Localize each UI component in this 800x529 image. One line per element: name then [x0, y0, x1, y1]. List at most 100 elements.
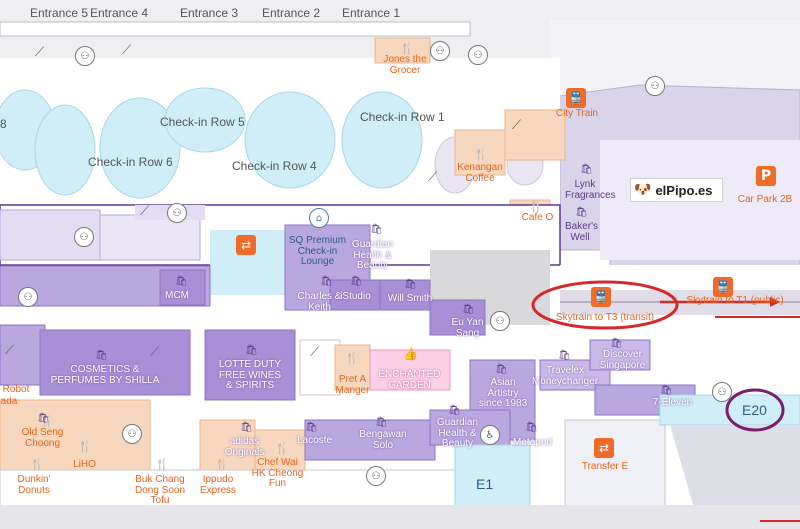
gate-e1-label[interactable]: E1 — [476, 476, 494, 492]
skytrain-t3-icon: 🚆 — [591, 287, 611, 307]
enchanted-garden-label: ENCHANTED GARDEN — [378, 369, 441, 391]
lacoste-label: Lacoste — [296, 435, 333, 446]
shopping-bag-icon: 🛍 — [525, 422, 538, 433]
shopping-bag-icon: 🛍 — [370, 224, 383, 235]
gate-e20-label[interactable]: E20 — [742, 402, 767, 418]
old-seng-choong-label: Old Seng Choong — [21, 427, 64, 449]
robot-label: Robot — [2, 384, 30, 395]
will-smith-label: Will Smith — [387, 293, 433, 304]
eu-yan-sang-label: Eu Yan Sang — [451, 317, 484, 339]
jones-the-grocer-label: Jones the Grocer — [383, 54, 427, 76]
mcm-label: MCM — [165, 290, 189, 301]
liho-label: LiHO — [73, 459, 96, 470]
shopping-bag-icon: 🛍 — [175, 276, 188, 287]
shopping-bag-icon: 🛍 — [580, 164, 593, 175]
shopping-bag-icon: 🛍 — [462, 304, 475, 315]
shopping-bag-icon: 🛍 — [350, 276, 363, 287]
travelex-label: Travelex Moneychanger — [531, 365, 599, 387]
istudio-label: iStudio — [340, 291, 371, 302]
restroom-icon: ⚇ — [712, 382, 732, 402]
transfer-counter-icon: ⇄ — [236, 235, 256, 255]
restroom-icon: ⚇ — [74, 227, 94, 247]
transfer-e-icon: ⇄ — [594, 438, 614, 458]
check-in-row-6-label: Check-in Row 6 — [88, 155, 173, 169]
escalator-icon: ⟋ — [512, 118, 522, 133]
skytrain-t1-icon: 🚆 — [713, 277, 733, 297]
check-in-row-1-label: Check-in Row 1 — [360, 110, 445, 124]
thumbs-up-icon: 👍 — [403, 347, 418, 361]
dog-face-icon: 🐶 — [634, 182, 652, 198]
shopping-bag-icon: 🛍 — [610, 338, 623, 349]
escalator-icon: ⟋ — [35, 45, 45, 60]
city-train-label: City Train — [555, 108, 599, 119]
restroom-icon: ⚇ — [430, 41, 450, 61]
sq-lounge-label: SQ Premium Check-in Lounge — [288, 235, 347, 267]
escalator-icon: ⟋ — [310, 345, 320, 360]
restroom-icon: ⚇ — [366, 466, 386, 486]
restroom-icon: ⚇ — [167, 203, 187, 223]
shopping-bag-icon: 🛍 — [575, 207, 588, 218]
shopping-bag-icon: 🛍 — [240, 422, 253, 433]
cutlery-icon: 🍴 — [400, 42, 414, 55]
entrance-4-label: Entrance 4 — [90, 6, 149, 20]
cutlery-icon: 🍴 — [275, 442, 289, 455]
restroom-icon: ⚇ — [18, 287, 38, 307]
cutlery-icon: 🍴 — [529, 200, 543, 213]
ippudo-express-label: Ippudo Express — [199, 474, 237, 496]
restroom-icon: ⚇ — [468, 45, 488, 65]
guardian-2-label: Guardian Health & Beauty — [436, 417, 479, 449]
entrance-1-label: Entrance 1 — [342, 6, 401, 20]
charles-keith-label: Charles & Keith — [297, 291, 342, 313]
wheelchair-icon: ♿ — [480, 425, 500, 445]
kenangan-coffee-label: Kenangan Coffee — [457, 162, 503, 184]
cutlery-icon: 🍴 — [155, 458, 169, 471]
parking-icon: P — [756, 166, 776, 186]
elpipo-logo: 🐶 elPipo.es — [630, 178, 723, 202]
cutlery-icon: 🍴 — [345, 352, 359, 365]
chef-wai-label: Chef Wai HK Cheong Fun — [251, 457, 304, 489]
escalator-icon: ⟋ — [150, 345, 160, 360]
guardian-1-label: Guardian Health & Beauty — [351, 239, 394, 271]
shopping-bag-icon: 🛍 — [404, 279, 417, 290]
cutlery-icon: 🍴 — [30, 458, 44, 471]
gate-e20-highlight-ellipse — [725, 388, 785, 432]
discover-singapore-label: Discover Singapore — [599, 349, 646, 371]
check-in-row-8-label: 8 — [0, 117, 7, 131]
pret-a-manger-label: Pret A Manger — [335, 374, 370, 396]
escalator-icon: ⟋ — [428, 170, 438, 185]
lounge-seat-icon: ⌂ — [309, 208, 329, 228]
ada-label: ada — [0, 396, 18, 407]
check-in-row-5-label: Check-in Row 5 — [160, 115, 245, 129]
cutlery-icon: 🍴 — [40, 415, 54, 428]
shopping-bag-icon: 🛍 — [448, 405, 461, 416]
adidas-originals-label: adidas Originals — [224, 436, 265, 458]
car-park-label: Car Park 2B — [737, 194, 793, 205]
escalator-icon: ⟋ — [5, 343, 15, 358]
buk-chang-label: Buk Chang Dong Soon Tofu — [134, 474, 186, 506]
shopping-bag-icon: 🛍 — [37, 413, 50, 424]
cosmetics-shilla-label: COSMETICS & PERFUMES BY SHILLA — [50, 364, 160, 386]
shopping-bag-icon: 🛍 — [245, 345, 258, 356]
bakers-well-label: Baker's Well — [565, 221, 599, 243]
shopping-bag-icon: 🛍 — [375, 417, 388, 428]
shopping-bag-icon: 🛍 — [495, 364, 508, 375]
restroom-icon: ⚇ — [75, 46, 95, 66]
shopping-bag-icon: 🛍 — [320, 276, 333, 287]
entrance-5-label: Entrance 5 — [30, 6, 89, 20]
entrance-2-label: Entrance 2 — [262, 6, 321, 20]
dunkin-donuts-label: Dunkin' Donuts — [17, 474, 51, 496]
restroom-icon: ⚇ — [122, 424, 142, 444]
shopping-bag-icon: 🛍 — [660, 385, 673, 396]
train-icon: 🚆 — [566, 88, 586, 108]
cutlery-icon: 🍴 — [474, 148, 488, 161]
escalator-icon: ⟋ — [140, 204, 150, 219]
bengawan-solo-label: Bengawan Solo — [359, 429, 407, 451]
cutlery-icon: 🍴 — [215, 458, 229, 471]
lynk-fragrances-label: Lynk Fragrances — [565, 179, 616, 201]
lotte-duty-free-label: LOTTE DUTY FREE WINES & SPIRITS — [218, 359, 282, 391]
transfer-e-label: Transfer E — [581, 461, 629, 472]
check-in-row-4-label: Check-in Row 4 — [232, 159, 317, 173]
metapod-label: Metapod — [513, 437, 552, 448]
